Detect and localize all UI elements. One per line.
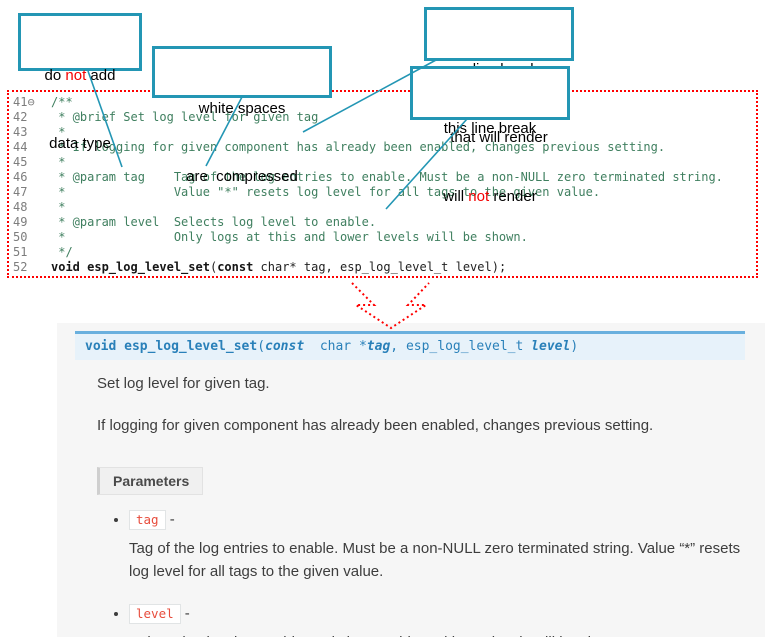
sig-type: char *: [304, 339, 367, 354]
line-number: 42: [13, 110, 28, 124]
code-line: 45 *: [13, 155, 756, 170]
sig-type: esp_log_level_t: [405, 339, 532, 354]
dotted-arrow-down: [351, 282, 430, 330]
code-line: 49 * @param level Selects log level to e…: [13, 215, 756, 230]
callout-line: do not add: [44, 67, 116, 84]
parameter-dash: -: [165, 510, 175, 528]
callout-line-break-no-render: this line break will not render: [410, 66, 570, 205]
code-line: 41⊖ /**: [13, 95, 756, 110]
code-text: */: [51, 245, 73, 259]
sig-function-name: esp_log_level_set: [124, 339, 258, 354]
code-line: 51 */: [13, 245, 756, 260]
parameter-name-chip: level: [129, 604, 181, 624]
function-signature: void esp_log_level_set(const char *tag, …: [75, 331, 745, 360]
line-number: 44: [13, 140, 28, 154]
callout-data-type: do not add data type: [18, 13, 142, 152]
callout-whitespace: white spaces are compressed: [152, 46, 332, 185]
parameter-desc: Tag of the log entries to enable. Must b…: [129, 539, 741, 580]
line-number: 51: [13, 245, 28, 259]
code-line: 50 * Only logs at this and lower levels …: [13, 230, 756, 245]
line-number: 49: [13, 215, 28, 229]
function-name: esp_log_level_set: [87, 260, 210, 274]
emphasis-not: not: [65, 67, 87, 84]
code-text: *: [51, 155, 66, 169]
doc-paragraph-brief: Set log level for given tag.: [97, 375, 270, 392]
callout-line: white spaces: [198, 100, 286, 117]
code-text: * @param level Selects log level to enab…: [51, 215, 377, 229]
code-text: * @param tag Tag of the log entries to e…: [51, 170, 723, 184]
line-number: 41⊖: [13, 95, 35, 109]
rendered-doc-pane: void esp_log_level_set(const char *tag, …: [57, 323, 765, 637]
code-text: *: [51, 200, 66, 214]
code-line: 43 *: [13, 125, 756, 140]
parameter-dash: -: [180, 605, 190, 622]
callout-line: data type: [49, 134, 111, 152]
sig-separator: ,: [390, 339, 406, 354]
parameter-item: level - Selects log level to enable. Onl…: [129, 604, 765, 637]
emphasis-not: not: [468, 187, 490, 205]
code-line: 48 *: [13, 200, 756, 215]
sig-param-level: level: [531, 339, 571, 354]
callout-line: will not render: [443, 187, 537, 205]
code-text: * If logging for given component has alr…: [51, 140, 666, 154]
line-number: 43: [13, 125, 28, 139]
function-args: char* tag, esp_log_level_t level);: [253, 260, 507, 274]
callout-line: are compressed: [186, 167, 298, 185]
sig-const-keyword: const: [265, 339, 305, 354]
sig-return-type: void: [85, 339, 125, 354]
sig-param-tag: tag: [366, 339, 391, 354]
parameter-list: tag - Tag of the log entries to enable. …: [129, 509, 765, 637]
paren: (: [209, 260, 218, 274]
parameters-section: Parameters: [97, 466, 765, 495]
parameters-label: Parameters: [97, 466, 204, 495]
parameter-item: tag - Tag of the log entries to enable. …: [129, 509, 765, 584]
parameter-name-chip: tag: [129, 509, 166, 530]
doc-paragraph-detail: If logging for given component has alrea…: [97, 416, 654, 434]
sig-paren: (: [257, 339, 266, 354]
code-text: *: [51, 125, 66, 139]
line-number: 45: [13, 155, 28, 169]
parameter-desc: Selects log level to enable. Only logs a…: [129, 631, 749, 637]
callout-line: this line break: [443, 120, 537, 137]
keyword-void: void: [51, 260, 88, 274]
line-number: 46: [13, 170, 28, 184]
sig-paren: ): [570, 339, 579, 354]
line-number: 47: [13, 185, 28, 199]
line-number: 48: [13, 200, 28, 214]
code-line-function: 52 void esp_log_level_set(const char* tag…: [13, 260, 756, 275]
line-number: 50: [13, 230, 28, 244]
code-text: * Only logs at this and lower levels wil…: [51, 230, 528, 244]
keyword-const: const: [217, 260, 254, 274]
line-number: 52: [13, 260, 28, 274]
code-text: /**: [51, 95, 73, 109]
code-text: void esp_log_level_set(const char* tag, …: [51, 260, 506, 275]
callout-line-break-render: a line break that will render: [424, 7, 574, 146]
